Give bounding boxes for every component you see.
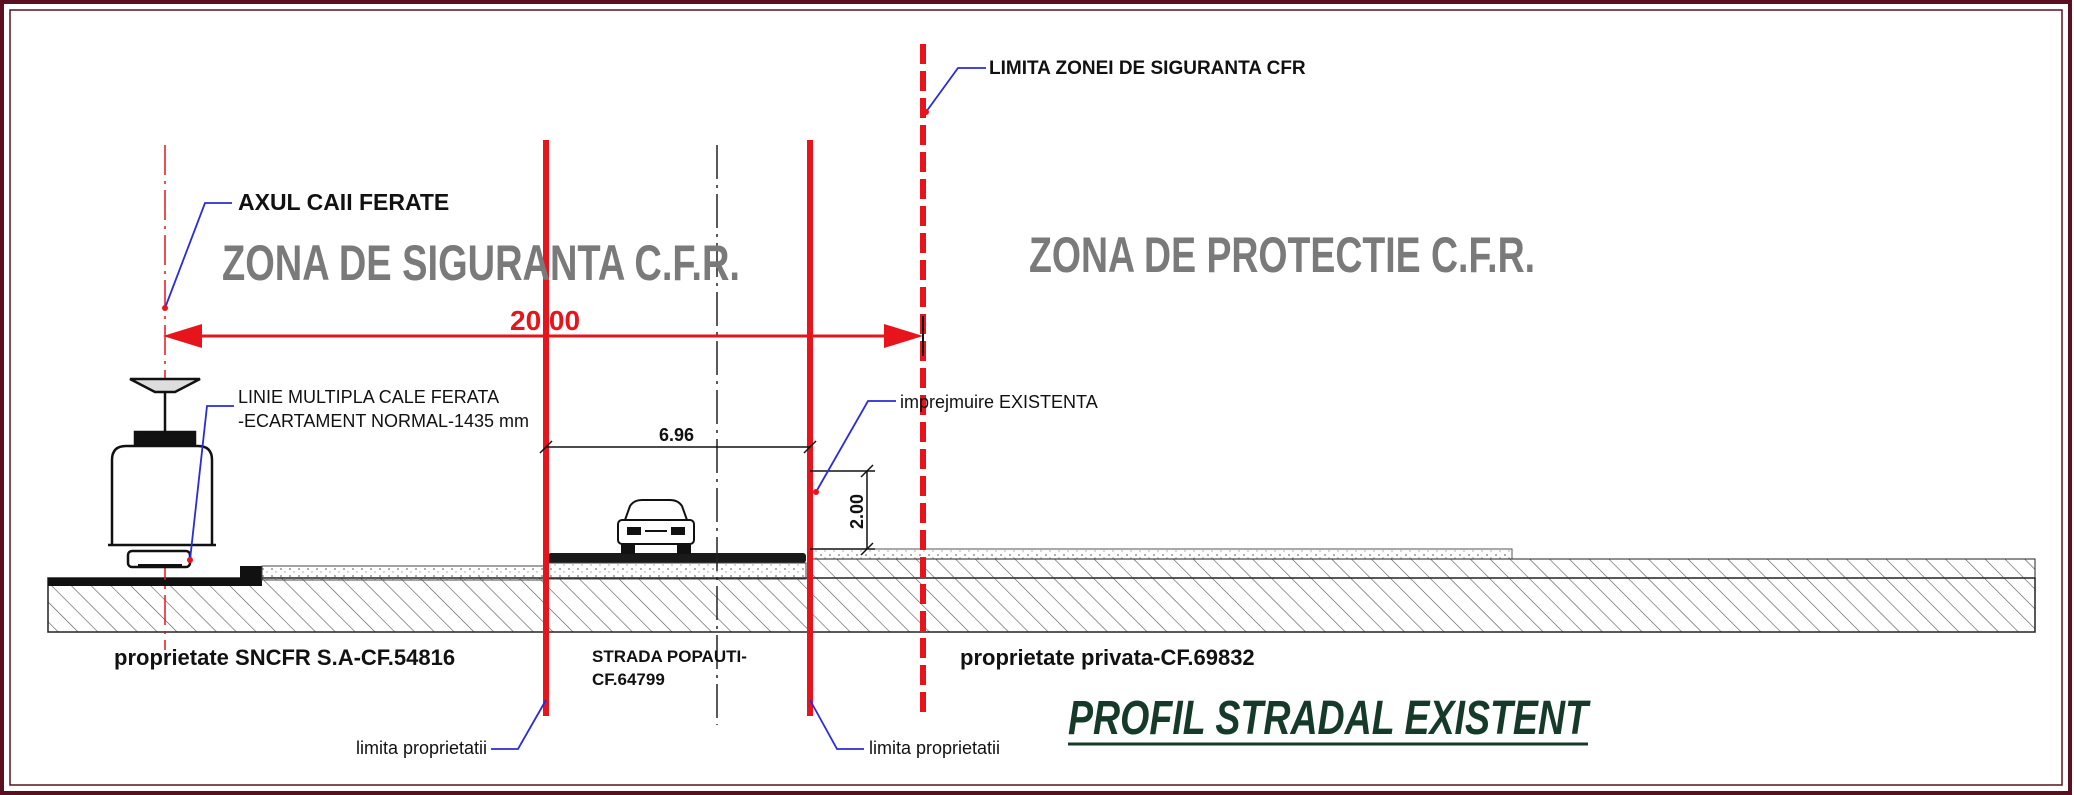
- ground-profile: [47, 548, 2036, 633]
- private-property-label: proprietate privata-CF.69832: [960, 645, 1255, 670]
- safety-zone-title: ZONA DE SIGURANTA C.F.R.: [222, 235, 740, 291]
- rail-axis-label: AXUL CAII FERATE: [238, 189, 449, 215]
- fence-label: imprejmuire EXISTENTA: [900, 392, 1098, 412]
- dimension-20: [163, 316, 924, 356]
- street-label-2: CF.64799: [592, 670, 665, 689]
- railway-line-label-2: -ECARTAMENT NORMAL-1435 mm: [238, 411, 529, 431]
- train-icon: [108, 377, 216, 569]
- car-icon: [617, 499, 695, 554]
- leader-lines: [164, 67, 986, 750]
- dimension-200: [810, 464, 875, 556]
- street-label-1: STRADA POPAUTI-: [592, 647, 747, 666]
- property-limit-left-label: limita proprietatii: [356, 738, 487, 758]
- dimension-696-label: 6.96: [659, 425, 694, 445]
- sncfr-property-label: proprietate SNCFR S.A-CF.54816: [114, 645, 455, 670]
- safety-zone-limit-label: LIMITA ZONEI DE SIGURANTA CFR: [989, 58, 1306, 79]
- dimension-200-label: 2.00: [847, 494, 867, 529]
- protection-zone-title: ZONA DE PROTECTIE C.F.R.: [1029, 227, 1535, 283]
- drawing-title: PROFIL STRADAL EXISTENT: [1068, 692, 1591, 745]
- railway-line-label-1: LINIE MULTIPLA CALE FERATA: [238, 387, 499, 407]
- dimension-20-label: 20.00: [510, 305, 580, 336]
- property-limit-right-label: limita proprietatii: [869, 738, 1000, 758]
- drawing-frame-inner: [9, 9, 2063, 786]
- dimension-696: [539, 440, 817, 454]
